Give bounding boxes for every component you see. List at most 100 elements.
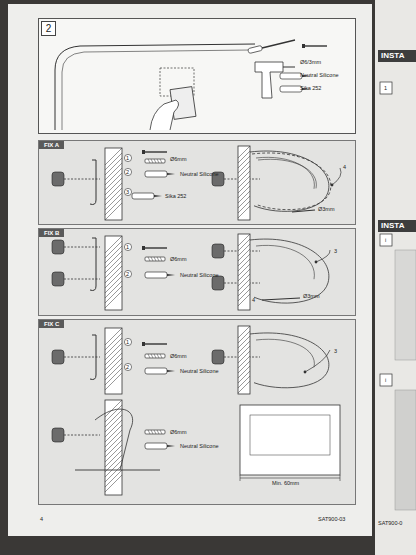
wall-hatch	[238, 356, 250, 368]
annotation: Ø6mm	[170, 156, 187, 162]
callout-ring	[124, 188, 131, 195]
fixing-screw	[75, 470, 160, 471]
annotation: Neutral Silicone	[180, 368, 219, 374]
wall-hatch	[105, 400, 122, 417]
wall-hatch	[105, 405, 122, 422]
wall-hatch	[105, 373, 122, 390]
wall-hatch	[105, 148, 122, 165]
annotation: Neutral Silicone	[300, 72, 339, 78]
wall-hatch	[105, 415, 122, 432]
annotation: Neutral Silicone	[180, 443, 219, 449]
annotation: Ø6mm	[170, 353, 187, 359]
section-band: INSTA	[378, 220, 416, 232]
wall-hatch	[105, 420, 122, 437]
silicone-tube	[145, 171, 167, 177]
wall-hatch	[105, 178, 122, 195]
wall-hatch	[238, 341, 250, 353]
callout-number: 2	[126, 169, 129, 175]
wall-hatch	[238, 206, 250, 218]
screw-head	[142, 150, 145, 154]
dimension-tick	[340, 475, 341, 481]
callout-number: 1	[126, 155, 129, 161]
bit-thread	[151, 257, 153, 261]
wall-section	[238, 234, 250, 310]
bit-thread	[157, 257, 159, 261]
wall-hatch	[105, 470, 122, 487]
fix-heading: FIX B	[39, 229, 64, 237]
wall-hatch	[238, 269, 250, 281]
wall-hatch	[105, 266, 122, 283]
wall-hatch	[238, 196, 250, 208]
mounting-bracket	[90, 335, 96, 380]
wall-hatch	[105, 368, 122, 385]
screw-icon	[145, 247, 167, 248]
bit-thread	[160, 354, 162, 358]
bit-thread	[148, 354, 150, 358]
callout-number: 3	[334, 348, 337, 354]
wall-hatch	[105, 435, 122, 452]
wall-hatch	[105, 198, 122, 215]
dispenser-inner	[256, 245, 314, 279]
callout-ring	[124, 270, 131, 277]
wall-hatch	[105, 256, 122, 273]
tube-nozzle	[167, 445, 175, 447]
dimension-line	[240, 478, 340, 479]
bit-thread	[154, 257, 156, 261]
wall-hatch	[105, 455, 122, 472]
section-band: INSTA	[378, 50, 416, 62]
wall-hatch	[105, 261, 122, 278]
wall-hatch	[105, 271, 122, 288]
drill-bit-icon	[145, 354, 165, 358]
dispenser-outline	[252, 153, 331, 210]
wall-hatch	[238, 176, 250, 188]
wall-hatch	[238, 346, 250, 358]
drill	[255, 62, 283, 98]
screw-axis	[64, 357, 100, 358]
wall-plug	[52, 240, 64, 254]
annotation: Ø3mm	[303, 293, 320, 299]
wall-hatch	[238, 191, 250, 203]
wall-hatch	[105, 276, 122, 293]
callout-number: 4	[252, 297, 255, 303]
motion-arrow	[332, 168, 341, 185]
screw-axis	[64, 179, 100, 180]
wall-hatch	[105, 163, 122, 180]
arrow-tip	[331, 184, 334, 187]
bit-thread	[151, 159, 153, 163]
wall-hatch	[238, 166, 250, 178]
section-heading: INSTA	[378, 220, 416, 232]
wall-hatch	[105, 440, 122, 457]
wall-hatch	[105, 153, 122, 170]
silicone-tube	[280, 73, 302, 79]
info-box	[380, 374, 392, 386]
mounting-bracket	[90, 160, 96, 205]
wall-hatch	[105, 183, 122, 200]
wall-hatch	[105, 338, 122, 355]
wall-hatch	[238, 326, 250, 338]
callout-number: 1	[384, 85, 387, 91]
arrow-tip	[304, 371, 307, 374]
fix-panel: FIX A	[38, 140, 356, 225]
wall-hatch	[238, 161, 250, 173]
wall-hatch	[238, 289, 250, 301]
wall-hatch	[105, 203, 122, 220]
wall-hatch	[238, 371, 250, 383]
callout-number: 4	[40, 516, 43, 522]
wall-plug	[212, 244, 224, 258]
wall-hatch	[238, 244, 250, 256]
drill-bit-icon	[145, 430, 165, 434]
wall-hatch	[238, 351, 250, 363]
dispenser-front	[240, 405, 340, 475]
wall-hatch	[105, 363, 122, 380]
annotation: Ø6/3mm	[300, 59, 321, 65]
callout-number: i	[385, 237, 386, 243]
bit-thread	[160, 430, 162, 434]
annotation: SAT900-0	[378, 520, 402, 526]
wall-hatch	[105, 173, 122, 190]
wall-hatch	[105, 353, 122, 370]
wall-section	[238, 326, 250, 394]
wall-hatch	[105, 333, 122, 350]
tube-nozzle	[167, 274, 175, 276]
dispenser-inner	[258, 159, 316, 188]
callout-number: 4	[343, 164, 346, 170]
